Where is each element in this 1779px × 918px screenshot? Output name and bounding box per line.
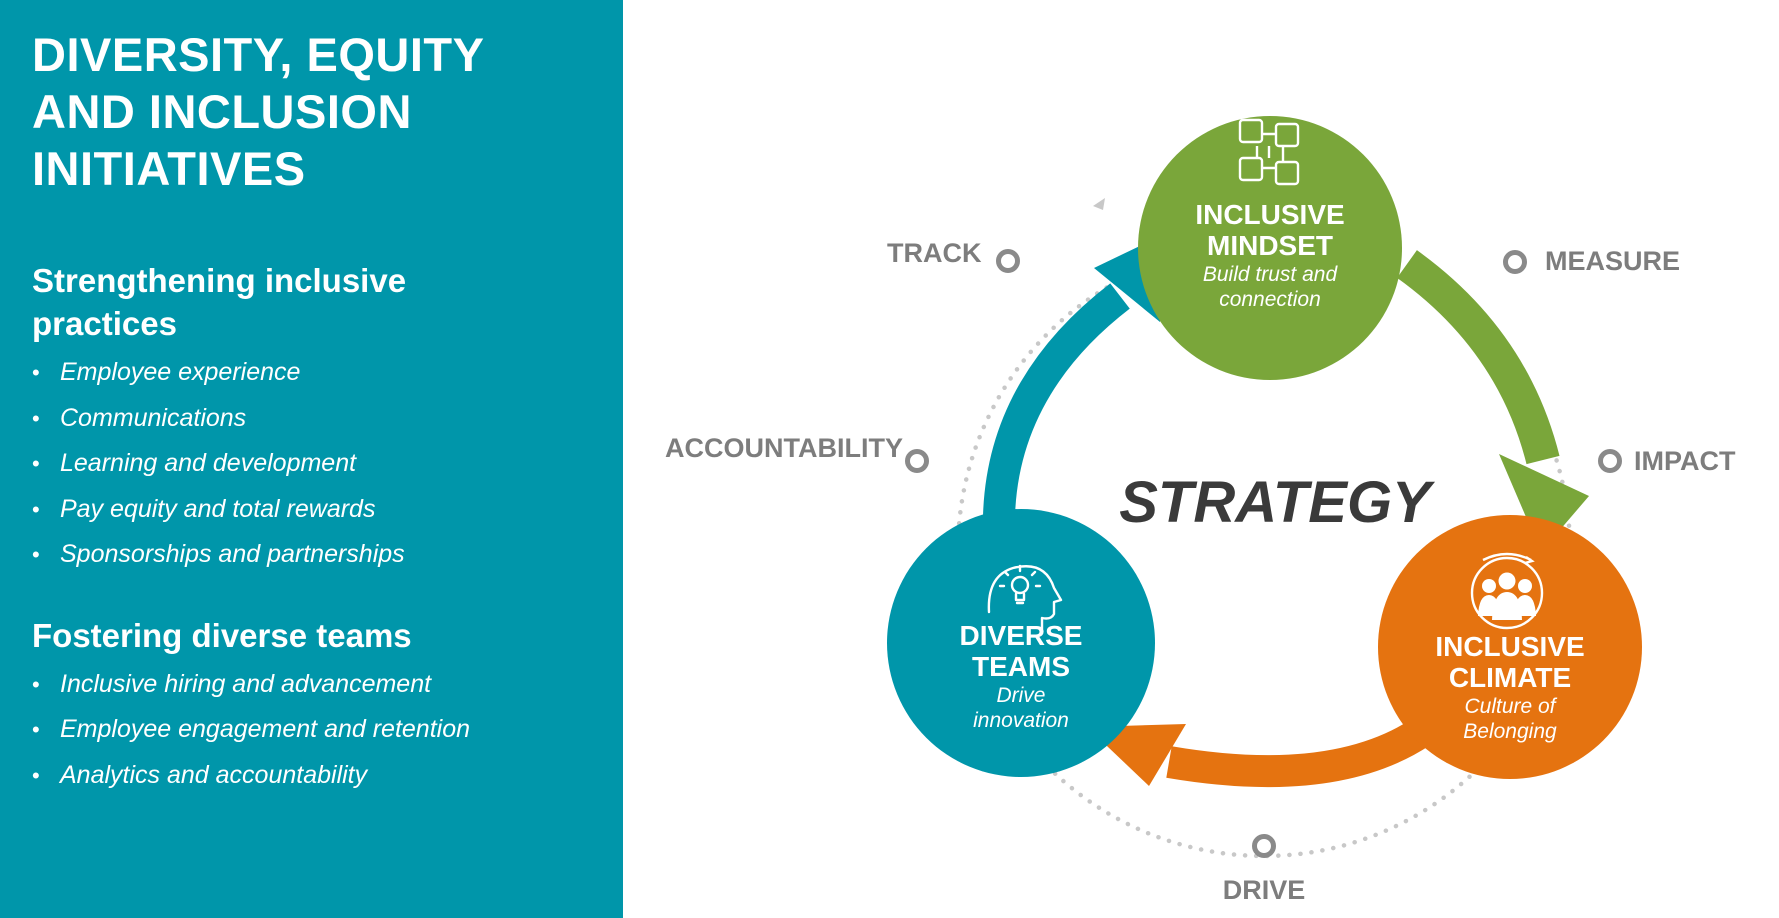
list-item: Inclusive hiring and advancement (32, 662, 623, 708)
green-arrow-head-icon (1499, 454, 1589, 552)
list-item: Communications (32, 396, 623, 442)
drive-marker (1252, 834, 1276, 858)
diverse-teams-node (887, 509, 1155, 777)
inclusive-climate-node (1378, 515, 1642, 779)
mindset-title: MINDSET (1207, 230, 1333, 261)
hands-together-icon (1238, 118, 1300, 186)
heading-line: Strengthening inclusive (32, 262, 407, 299)
teams-list: Inclusive hiring and advancement Employe… (32, 662, 623, 799)
list-item: Sponsorships and partnerships (32, 532, 623, 578)
climate-subtitle: Culture of (1464, 695, 1557, 718)
climate-title: CLIMATE (1449, 662, 1571, 693)
teams-title: TEAMS (972, 651, 1070, 682)
heading-line: Fostering diverse teams (32, 616, 412, 654)
strategy-diagram: TRACK MEASURE IMPACT ACCOUNTABILITY DRIV… (623, 0, 1779, 918)
title-line: AND INCLUSION (32, 85, 412, 138)
teams-title: DIVERSE (960, 620, 1083, 651)
list-item: Learning and development (32, 441, 623, 487)
title-line: DIVERSITY, EQUITY (32, 28, 485, 81)
impact-label: IMPACT (1634, 446, 1736, 476)
track-marker (996, 249, 1020, 273)
orange-arrow-shaft (1166, 718, 1430, 788)
strategy-label: STRATEGY (1119, 470, 1436, 535)
measure-label: MEASURE (1545, 246, 1680, 276)
left-panel: DIVERSITY, EQUITY AND INCLUSION INITIATI… (0, 0, 623, 918)
list-item: Analytics and accountability (32, 753, 623, 799)
diagram-canvas: TRACK MEASURE IMPACT ACCOUNTABILITY DRIV… (665, 116, 1736, 905)
measure-marker (1503, 250, 1527, 274)
list-item: Employee engagement and retention (32, 707, 623, 753)
green-arrow-shaft (1397, 250, 1560, 465)
teal-arrow-shaft (983, 283, 1130, 517)
list-item: Employee experience (32, 350, 623, 396)
inclusive-mindset-node (1138, 116, 1402, 380)
accountability-label: ACCOUNTABILITY (665, 433, 903, 463)
track-label: TRACK (887, 238, 982, 268)
mindset-title: INCLUSIVE (1195, 199, 1344, 230)
list-item: Pay equity and total rewards (32, 487, 623, 533)
title-line: INITIATIVES (32, 142, 306, 195)
people-icon (1478, 572, 1536, 620)
practices-list: Employee experience Communications Learn… (32, 350, 623, 578)
head-lightbulb-icon (987, 564, 1063, 631)
drive-label: DRIVE (1223, 875, 1306, 905)
teams-subtitle: innovation (973, 709, 1069, 732)
mindset-subtitle: Build trust and (1203, 263, 1339, 286)
cycle-arrowhead-icon (1093, 198, 1105, 210)
impact-marker (1598, 449, 1622, 473)
mindset-subtitle: connection (1219, 288, 1321, 311)
group-icon (1470, 552, 1544, 630)
teams-subtitle: Drive (996, 684, 1045, 707)
section-heading-teams: Fostering diverse teams (32, 614, 552, 657)
heading-line: practices (32, 305, 177, 342)
climate-title: INCLUSIVE (1435, 631, 1584, 662)
climate-subtitle: Belonging (1463, 720, 1557, 743)
accountability-marker (905, 449, 929, 473)
section-heading-practices: Strengthening inclusive practices (32, 259, 552, 345)
page-title: DIVERSITY, EQUITY AND INCLUSION INITIATI… (32, 26, 552, 197)
